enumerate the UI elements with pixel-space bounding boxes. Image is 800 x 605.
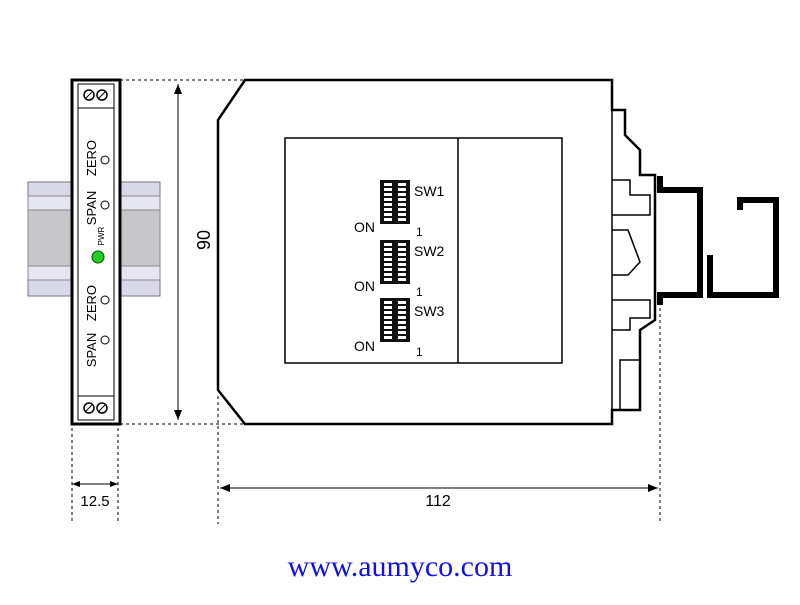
dip-lever-knob xyxy=(392,213,398,216)
sw2-levers xyxy=(384,243,406,281)
sw3-levers xyxy=(384,301,406,339)
dip-lever-knob xyxy=(392,321,398,324)
sw1-levers xyxy=(384,183,406,221)
sw2-pos-label: 1 xyxy=(416,285,423,299)
dip-lever-knob xyxy=(392,268,398,271)
dip-lever-knob xyxy=(392,331,398,334)
zero-label-top: ZERO xyxy=(84,140,99,176)
terminal-screws-bottom xyxy=(78,395,114,414)
span-label-top: SPAN xyxy=(84,191,99,225)
din-rail-profile xyxy=(657,176,779,305)
dip-switch-sw2 xyxy=(380,240,410,284)
rail-clip xyxy=(612,179,651,411)
zero-label-bottom: ZERO xyxy=(84,285,99,321)
dip-lever-knob xyxy=(392,326,398,329)
sw2-on-label: ON xyxy=(354,278,375,294)
dip-lever-knob xyxy=(392,198,398,201)
dip-lever-knob xyxy=(392,306,398,309)
sw2-name: SW2 xyxy=(414,243,445,259)
sw3-pos-label: 1 xyxy=(416,345,423,359)
dip-lever-knob xyxy=(392,248,398,251)
front-width-dimension xyxy=(217,308,661,524)
dip-lever-knob xyxy=(392,193,398,196)
height-dimension xyxy=(174,84,182,420)
dip-lever-knob xyxy=(392,243,398,246)
dip-lever-knob xyxy=(392,263,398,266)
front-width-label: 112 xyxy=(425,493,451,510)
dip-lever-knob xyxy=(392,311,398,314)
pwr-led xyxy=(91,250,105,264)
adjust-pots xyxy=(100,155,110,345)
dip-lever-knob xyxy=(392,278,398,281)
dip-switch-sw3 xyxy=(380,298,410,342)
dip-lever-knob xyxy=(392,258,398,261)
dip-lever-knob xyxy=(392,253,398,256)
side-width-dimension xyxy=(71,428,119,524)
terminal-screws-top xyxy=(78,89,114,109)
sw3-name: SW3 xyxy=(414,303,445,319)
dip-lever-knob xyxy=(392,316,398,319)
dip-lever-knob xyxy=(392,188,398,191)
front-panel xyxy=(284,137,563,364)
dip-lever-knob xyxy=(392,301,398,304)
sw1-name: SW1 xyxy=(414,183,445,199)
dip-lever-knob xyxy=(392,208,398,211)
dip-lever-knob xyxy=(392,273,398,276)
dip-lever-knob xyxy=(392,336,398,339)
sw1-on-label: ON xyxy=(354,219,375,235)
side-view: ZERO SPAN ZERO SPAN PWR 12.5 xyxy=(27,78,161,524)
sw3-on-label: ON xyxy=(354,338,375,354)
dip-lever-knob xyxy=(392,218,398,221)
website-url: www.aumyco.com xyxy=(287,550,513,583)
sw1-pos-label: 1 xyxy=(416,225,423,239)
height-label: 90 xyxy=(194,230,214,250)
dip-switch-sw1 xyxy=(380,180,410,224)
front-view: 90 SW1 xyxy=(120,78,779,524)
side-width-label: 12.5 xyxy=(80,493,109,510)
dip-lever-knob xyxy=(392,183,398,186)
span-label-bottom: SPAN xyxy=(84,333,99,367)
dip-lever-knob xyxy=(392,203,398,206)
pwr-label: PWR xyxy=(97,226,106,245)
